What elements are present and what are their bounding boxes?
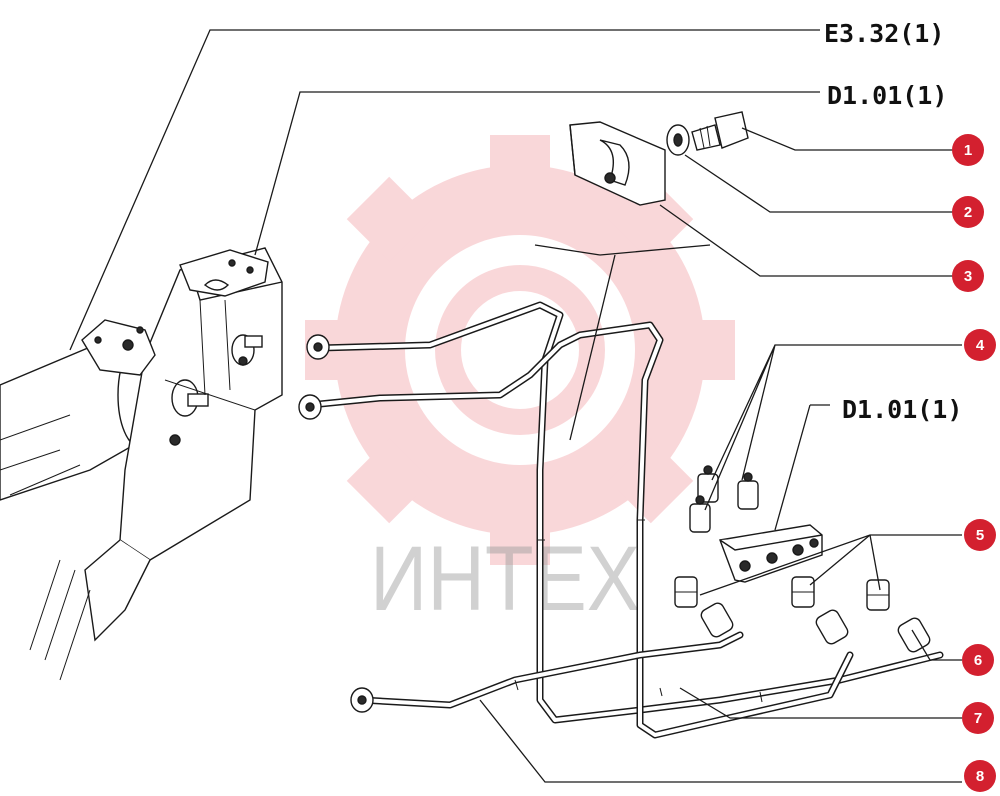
- brake-pipes: [298, 301, 944, 739]
- callout-6[interactable]: 6: [962, 644, 994, 676]
- rear-axle-housing: [0, 247, 283, 681]
- pipe-nut-right-1: [700, 602, 734, 638]
- housing-fitting-upper: [231, 334, 263, 366]
- pipe-nut-right-3: [897, 617, 931, 653]
- pipe-nut-upper-left: [306, 334, 330, 360]
- svg-text:7: 7: [974, 710, 982, 727]
- pipe-nut-bottom: [350, 687, 374, 713]
- svg-text:6: 6: [974, 652, 982, 669]
- distribution-block: [719, 524, 823, 583]
- pipe-nut-lower-left: [298, 394, 322, 420]
- callout-5[interactable]: 5: [964, 519, 996, 551]
- svg-text:5: 5: [976, 527, 984, 544]
- bleed-fittings: [689, 465, 759, 533]
- callout-8[interactable]: 8: [964, 760, 996, 792]
- svg-text:3: 3: [964, 268, 972, 285]
- callout-7[interactable]: 7: [962, 702, 994, 734]
- ref-label-top: E3.32(1): [824, 19, 944, 48]
- svg-text:8: 8: [976, 768, 984, 785]
- union-fittings: [674, 576, 890, 611]
- svg-text:1: 1: [964, 142, 972, 159]
- washer: [666, 124, 690, 156]
- svg-text:4: 4: [976, 337, 985, 354]
- ref-label-upper: D1.01(1): [827, 81, 947, 110]
- callout-3[interactable]: 3: [952, 260, 984, 292]
- leader-lines: [69, 29, 962, 783]
- watermark-text: ИНТЕХ: [370, 528, 640, 630]
- banjo-bolt: [691, 111, 749, 151]
- callout-1[interactable]: 1: [952, 134, 984, 166]
- ref-label-block: D1.01(1): [842, 395, 962, 424]
- pipe-nut-right-2: [815, 609, 849, 645]
- callout-4[interactable]: 4: [964, 329, 996, 361]
- clamp-block: [569, 121, 666, 206]
- svg-text:2: 2: [964, 204, 972, 221]
- callout-2[interactable]: 2: [952, 196, 984, 228]
